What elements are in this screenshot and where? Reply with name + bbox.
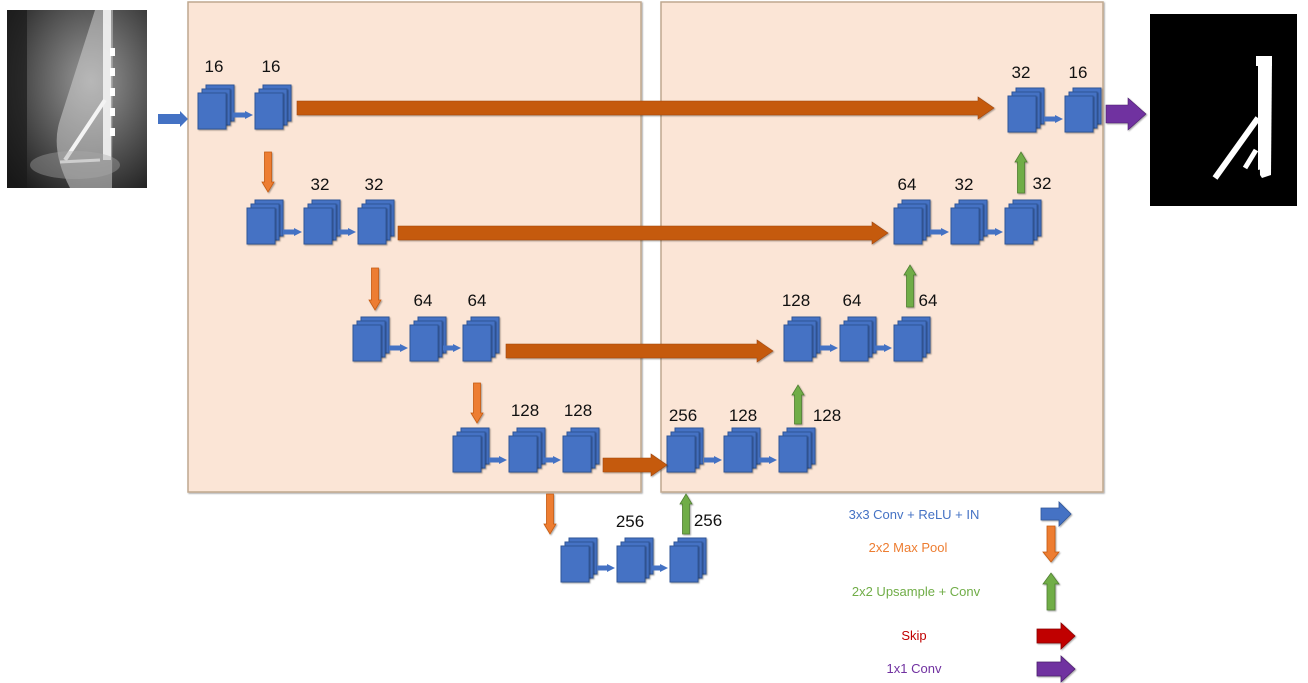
enc4-conv-arrow-2 — [543, 456, 561, 464]
dec3-stack-b — [839, 316, 877, 362]
dec3-stack-c — [893, 316, 931, 362]
enc4-label-a: 128 — [511, 401, 539, 420]
output-segmentation-mask — [1150, 14, 1297, 206]
dec3-conv-arrow-2 — [875, 344, 892, 352]
enc4-conv-arrow-1 — [489, 456, 507, 464]
legend-out-arrow-icon — [1036, 655, 1076, 683]
input-conv-arrow — [158, 111, 188, 127]
enc1-label-a: 16 — [205, 57, 224, 76]
enc2-conv-arrow-2 — [338, 228, 356, 236]
dec2-conv-arrow-1 — [930, 228, 949, 236]
enc1-stack-a — [197, 84, 235, 130]
upsample-arrow-3 — [791, 384, 805, 425]
dec4-label-b: 128 — [729, 406, 757, 425]
dec2-stack-b — [950, 199, 988, 245]
bottleneck-stack-c — [669, 537, 707, 583]
enc4-stack-a — [452, 427, 490, 473]
dec1-label-b: 16 — [1069, 63, 1088, 82]
dec4-stack-b — [723, 427, 761, 473]
bottleneck-conv-arrow-2 — [652, 564, 668, 572]
enc3-stack-c — [462, 316, 500, 362]
input-xray-image — [7, 10, 147, 188]
enc1-conv-arrow — [233, 111, 253, 119]
dec1-stack-a — [1007, 87, 1045, 133]
bottleneck-label: 256 — [616, 512, 644, 531]
enc3-conv-arrow-2 — [443, 344, 461, 352]
decoder-panel — [660, 1, 1104, 493]
enc2-label-a: 32 — [311, 175, 330, 194]
dec2-stack-a — [893, 199, 931, 245]
legend: 3x3 Conv + ReLU + IN 2x2 Max Pool 2x2 Up… — [849, 501, 1076, 683]
legend-pool-arrow-icon — [1042, 525, 1060, 563]
enc4-stack-b — [508, 427, 546, 473]
enc1-stack-b — [254, 84, 292, 130]
pool-arrow-4 — [543, 493, 557, 535]
skip-arrow-4 — [602, 453, 668, 477]
dec4-stack-a — [666, 427, 704, 473]
enc3-stack-b — [409, 316, 447, 362]
dec2-label-a: 64 — [898, 175, 917, 194]
dec4-stack-c — [778, 427, 816, 473]
legend-upsample-arrow-icon — [1042, 572, 1060, 611]
enc3-conv-arrow-1 — [389, 344, 408, 352]
dec2-conv-arrow-2 — [985, 228, 1003, 236]
skip-arrow-2 — [397, 221, 889, 245]
upsample-label-4: 256 — [694, 511, 722, 530]
pool-arrow-3 — [470, 382, 484, 424]
enc4-label-b: 128 — [564, 401, 592, 420]
bottleneck-stack-a — [560, 537, 598, 583]
legend-upsample-label: 2x2 Upsample + Conv — [852, 584, 981, 599]
dec1-conv-arrow — [1044, 115, 1063, 123]
enc1-label-b: 16 — [262, 57, 281, 76]
dec1-label-a: 32 — [1012, 63, 1031, 82]
pool-arrow-1 — [261, 151, 275, 193]
dec4-conv-arrow-1 — [704, 456, 722, 464]
enc2-conv-arrow-1 — [283, 228, 302, 236]
dec2-label-b: 32 — [955, 175, 974, 194]
pool-arrow-2 — [368, 267, 382, 311]
dec3-label-b: 64 — [843, 291, 862, 310]
upsample-arrow-2 — [903, 264, 917, 308]
dec3-stack-a — [783, 316, 821, 362]
skip-arrow-1 — [296, 96, 995, 120]
enc4-stack-c — [562, 427, 600, 473]
enc2-label-b: 32 — [365, 175, 384, 194]
enc3-label-a: 64 — [414, 291, 433, 310]
enc2-stack-c — [357, 199, 395, 245]
bottleneck-stack-b — [616, 537, 654, 583]
bottleneck-conv-arrow-1 — [597, 564, 615, 572]
dec1-stack-b — [1064, 87, 1102, 133]
legend-skip-label: Skip — [901, 628, 926, 643]
enc2-stack-b — [303, 199, 341, 245]
upsample-label-1: 32 — [1033, 174, 1052, 193]
legend-out-label: 1x1 Conv — [887, 661, 942, 676]
dec3-label-a: 128 — [782, 291, 810, 310]
upsample-label-3: 128 — [813, 406, 841, 425]
dec4-conv-arrow-2 — [759, 456, 777, 464]
legend-pool-label: 2x2 Max Pool — [869, 540, 948, 555]
enc3-stack-a — [352, 316, 390, 362]
enc2-stack-a — [246, 199, 284, 245]
upsample-arrow-1 — [1014, 151, 1028, 194]
dec2-stack-c — [1004, 199, 1042, 245]
legend-conv-arrow-icon — [1040, 501, 1072, 527]
output-conv-arrow — [1105, 97, 1147, 131]
dec4-label-a: 256 — [669, 406, 697, 425]
enc3-label-b: 64 — [468, 291, 487, 310]
legend-conv-label: 3x3 Conv + ReLU + IN — [849, 507, 980, 522]
dec3-conv-arrow-1 — [820, 344, 838, 352]
upsample-label-2: 64 — [919, 291, 938, 310]
encoder-panel — [187, 1, 642, 493]
skip-arrow-3 — [505, 339, 774, 363]
legend-skip-arrow-icon — [1036, 622, 1076, 650]
upsample-arrow-4 — [679, 493, 693, 535]
